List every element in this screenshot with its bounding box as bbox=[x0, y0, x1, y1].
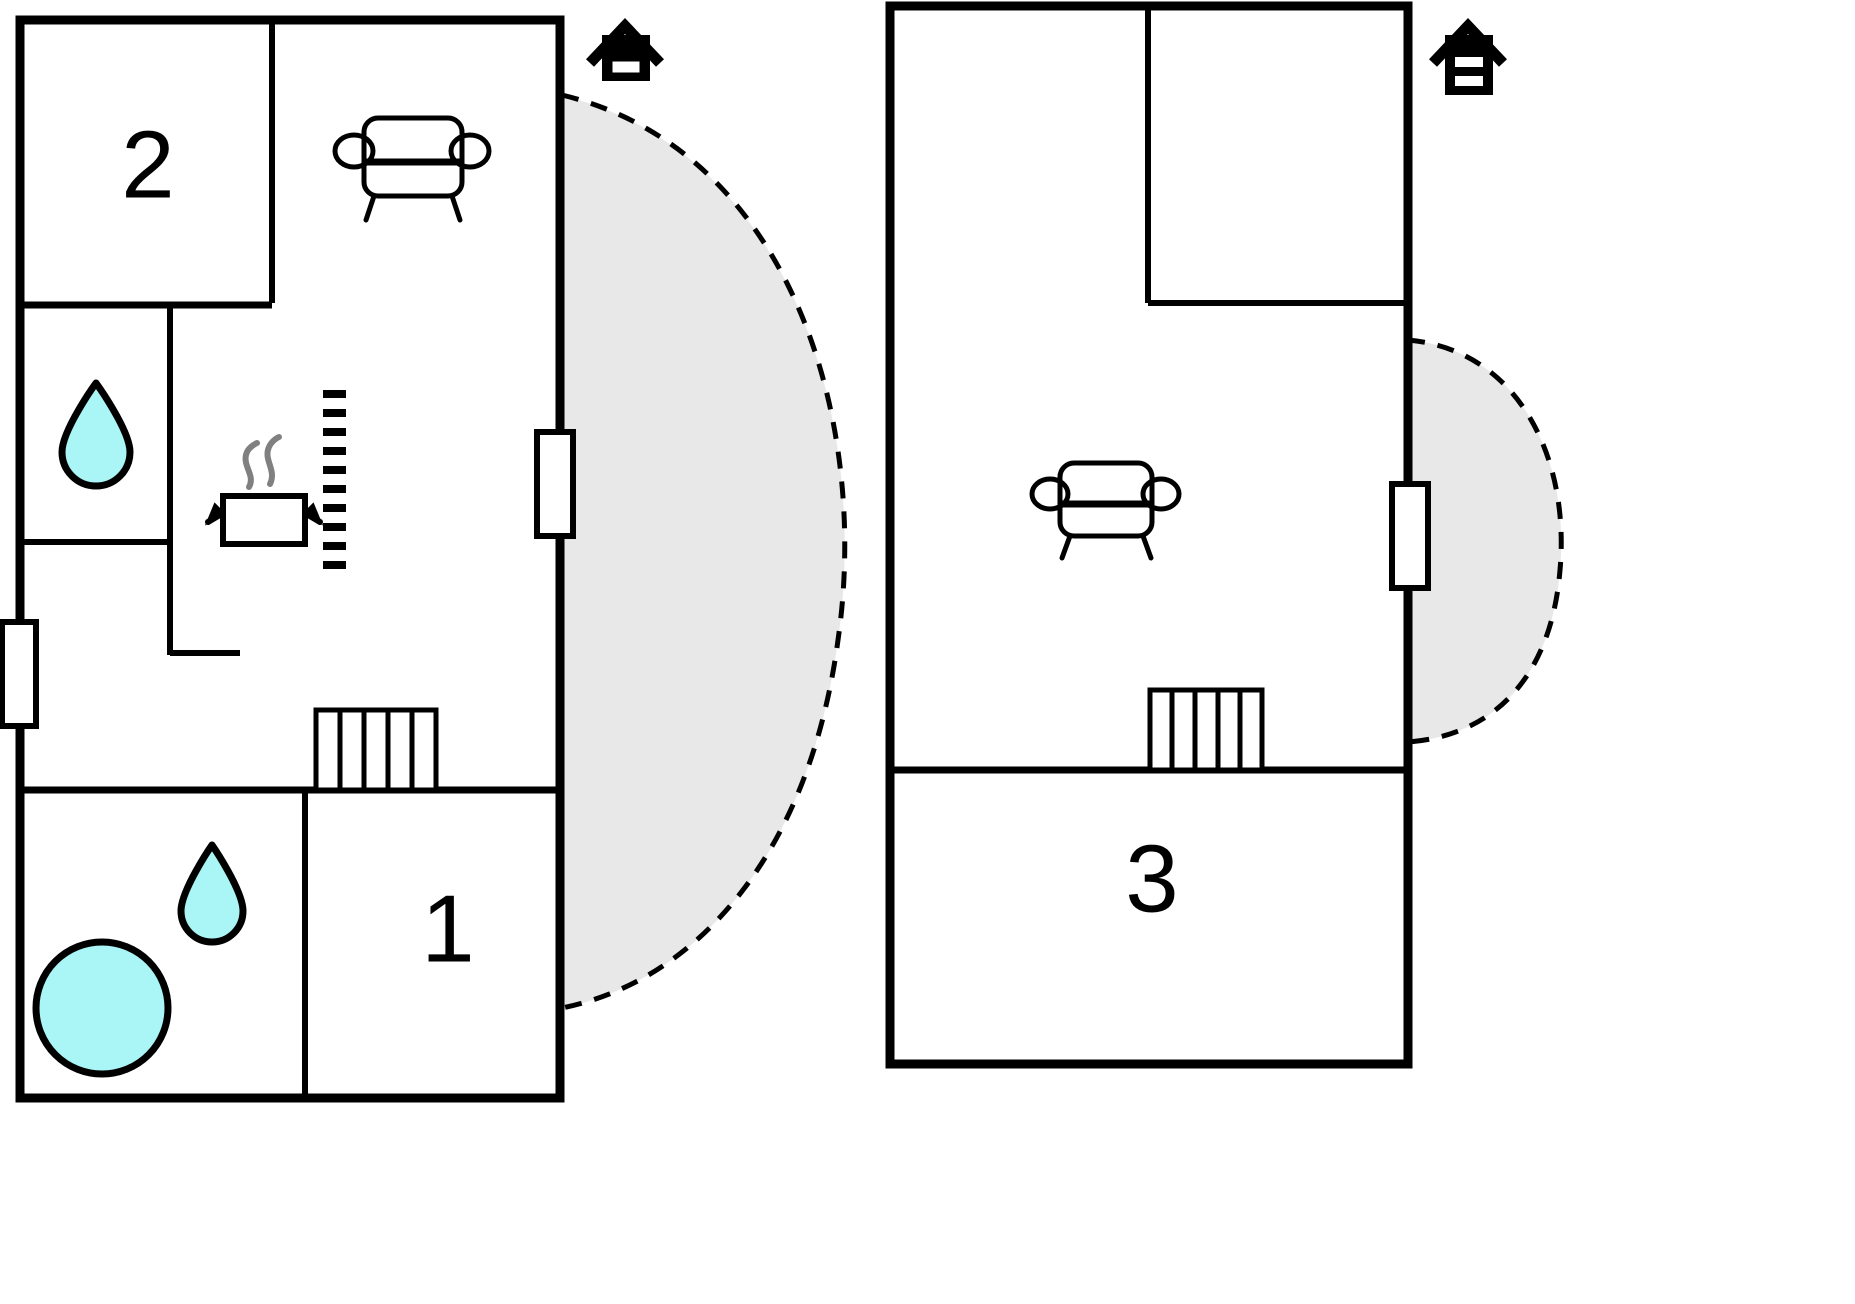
room-label-2: 2 bbox=[121, 111, 174, 218]
left-unit-outer-wall bbox=[15, 15, 565, 1103]
stairs-icon bbox=[1147, 687, 1265, 773]
balcony-arc-dashed-outline bbox=[561, 92, 848, 1011]
balcony-arc-dashed-outline bbox=[1407, 337, 1564, 745]
window-right-wall bbox=[534, 429, 576, 539]
water-drop-icon bbox=[58, 379, 134, 490]
sofa-icon bbox=[1029, 460, 1182, 561]
stairs-icon bbox=[313, 707, 439, 793]
radiator-icon bbox=[323, 390, 346, 569]
balcony-arc-fill bbox=[560, 95, 845, 1008]
window-right-wall bbox=[1389, 481, 1431, 591]
left-floor-plan: 2 1 bbox=[0, 15, 848, 1103]
steam-icon bbox=[242, 434, 282, 490]
water-drop-icon bbox=[177, 841, 247, 946]
room-label-3: 3 bbox=[1125, 825, 1178, 932]
window-left-wall bbox=[0, 619, 39, 729]
room-label-1: 1 bbox=[421, 875, 474, 982]
house-floor-icon bbox=[586, 17, 664, 81]
round-bathtub-icon bbox=[32, 938, 172, 1078]
house-floor-icon bbox=[1429, 17, 1507, 95]
cooking-pot-icon bbox=[204, 493, 324, 547]
sofa-icon bbox=[332, 115, 492, 223]
right-floor-plan: 3 bbox=[885, 1, 1564, 1069]
balcony-arc-fill bbox=[1408, 340, 1562, 742]
